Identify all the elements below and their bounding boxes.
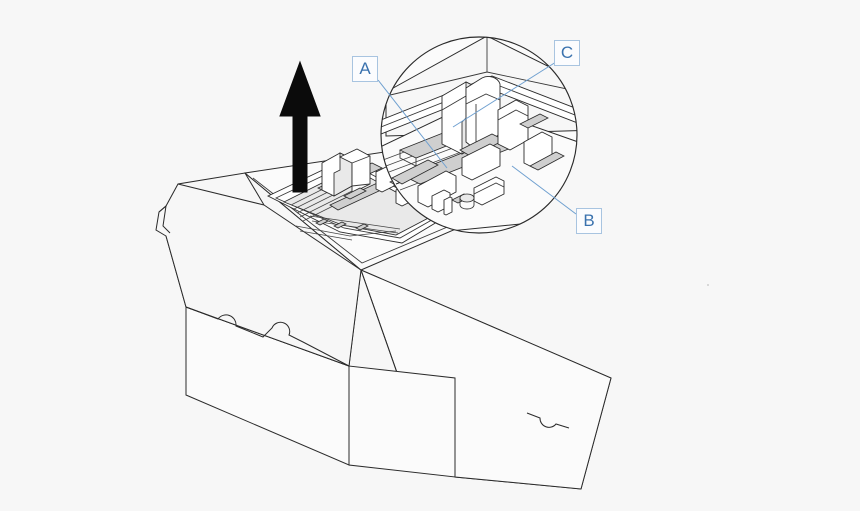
machine-in-box <box>266 148 453 244</box>
callout-label-a[interactable]: A <box>352 56 378 82</box>
leader-line-c <box>452 61 557 128</box>
callout-label-b[interactable]: B <box>576 208 602 234</box>
carton-right-panel <box>348 365 456 478</box>
leader-line-b <box>511 165 577 215</box>
leader-line-a <box>377 79 448 169</box>
callout-label-c[interactable]: C <box>554 40 580 66</box>
lift-arrow <box>279 60 321 193</box>
callout-leaders <box>377 61 577 215</box>
image-artifact-speck <box>707 284 709 286</box>
carton-flap-right <box>360 269 612 490</box>
carton-flap-left <box>155 172 362 367</box>
